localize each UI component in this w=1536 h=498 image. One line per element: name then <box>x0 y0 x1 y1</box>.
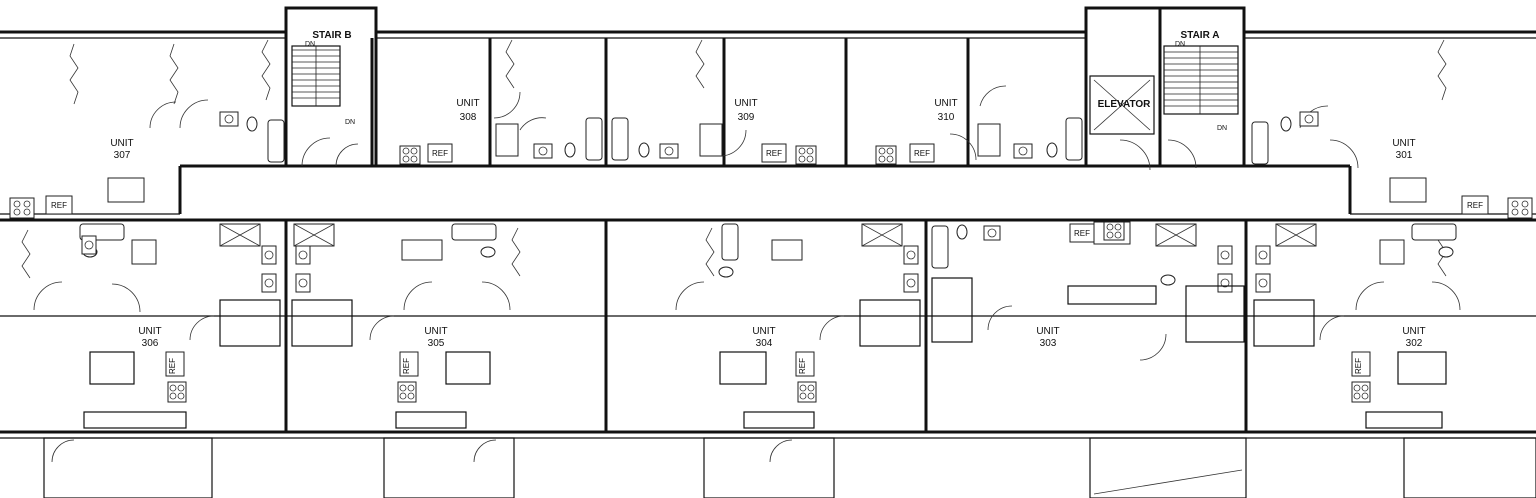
exterior-walls <box>0 6 1536 439</box>
fridge-label: REF <box>432 149 448 158</box>
demising-walls <box>0 38 1536 432</box>
svg-text:UNIT: UNIT <box>934 98 957 109</box>
fridge-label: REF <box>1074 229 1090 238</box>
stair-a-dn-top: DN <box>1175 41 1185 48</box>
fridge-label: REF <box>1467 201 1483 210</box>
svg-text:UNIT: UNIT <box>734 98 757 109</box>
unit-label-303: UNIT 303 <box>1036 326 1059 349</box>
unit-label-309: UNIT 309 <box>734 98 757 123</box>
balconies <box>43 437 1536 498</box>
svg-text:310: 310 <box>938 112 955 123</box>
kitchen-islands <box>83 277 1447 429</box>
fridge-label: REF <box>402 358 411 374</box>
svg-text:301: 301 <box>1396 150 1413 161</box>
svg-text:309: 309 <box>738 112 755 123</box>
fridge-label: REF <box>798 358 807 374</box>
svg-text:UNIT: UNIT <box>138 326 161 337</box>
svg-text:307: 307 <box>114 150 131 161</box>
stair-b-label: STAIR B <box>312 30 351 41</box>
unit-label-306: UNIT 306 <box>138 326 161 349</box>
svg-text:UNIT: UNIT <box>1402 326 1425 337</box>
unit-label-310: UNIT 310 <box>934 98 957 123</box>
unit-label-304: UNIT 304 <box>752 326 775 349</box>
svg-text:UNIT: UNIT <box>424 326 447 337</box>
unit-label-302: UNIT 302 <box>1402 326 1425 349</box>
sinks <box>81 111 1319 293</box>
stair-b-dn-bottom: DN <box>345 119 355 126</box>
svg-text:UNIT: UNIT <box>752 326 775 337</box>
fridge-label: REF <box>168 358 177 374</box>
unit-label-307: UNIT 307 <box>110 138 133 161</box>
stair-b-dn-top: DN <box>305 41 315 48</box>
fridge-label: REF <box>914 149 930 158</box>
stair-a-dn-bottom: DN <box>1217 125 1227 132</box>
bathtubs <box>79 117 1457 269</box>
ranges <box>9 145 1533 403</box>
svg-text:UNIT: UNIT <box>456 98 479 109</box>
closet-doors <box>21 39 1447 279</box>
svg-text:UNIT: UNIT <box>110 138 133 149</box>
svg-text:305: 305 <box>428 338 445 349</box>
fridge-label: REF <box>1354 358 1363 374</box>
svg-text:303: 303 <box>1040 338 1057 349</box>
fridge-label: REF <box>766 149 782 158</box>
svg-text:UNIT: UNIT <box>1392 138 1415 149</box>
svg-text:308: 308 <box>460 112 477 123</box>
elevator-shaft <box>1089 75 1155 135</box>
unit-label-301: UNIT 301 <box>1392 138 1415 161</box>
svg-text:306: 306 <box>142 338 159 349</box>
svg-text:302: 302 <box>1406 338 1423 349</box>
unit-label-308: UNIT 308 <box>456 98 479 123</box>
stair-a-label: STAIR A <box>1181 30 1220 41</box>
fridge-boxes <box>45 143 1489 377</box>
svg-text:UNIT: UNIT <box>1036 326 1059 337</box>
elevator-label: ELEVATOR <box>1098 99 1152 110</box>
stair-a <box>1163 45 1239 115</box>
fridge-labels: REF REF REF REF REF REF REF REF REF REF <box>51 149 1483 374</box>
fridge-label: REF <box>51 201 67 210</box>
stair-b <box>291 45 341 107</box>
unit-label-305: UNIT 305 <box>424 326 447 349</box>
svg-text:304: 304 <box>756 338 773 349</box>
